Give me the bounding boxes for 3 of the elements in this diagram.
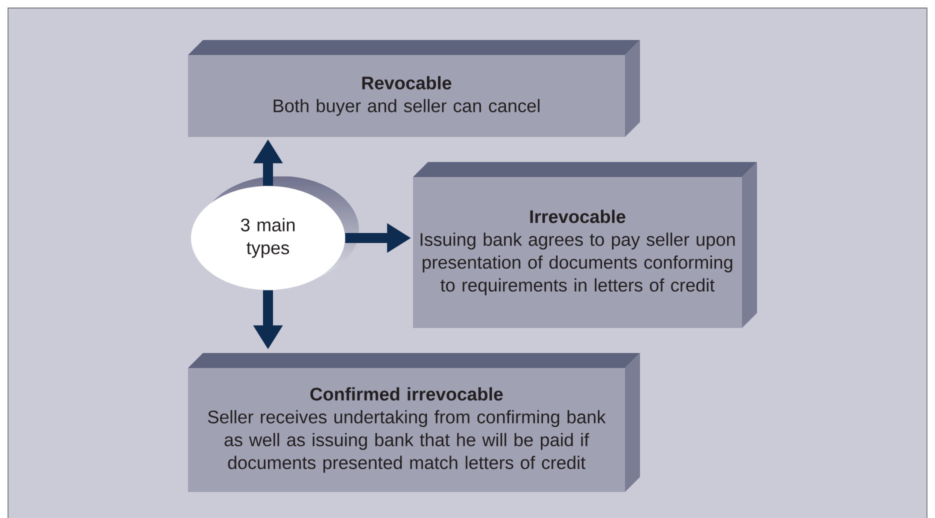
box: Confirmed irrevocable Seller receives undertaking from confirming bank as well as issuing bank that he will be paid if documents presented match letters of credit: [188, 353, 640, 492]
box: Revocable Both buyer and seller can cancel: [188, 40, 640, 137]
box: Irrevocable Issuing bank agrees to pay seller upon presentation of documents conforming to requirements in letters of credit: [413, 162, 757, 328]
